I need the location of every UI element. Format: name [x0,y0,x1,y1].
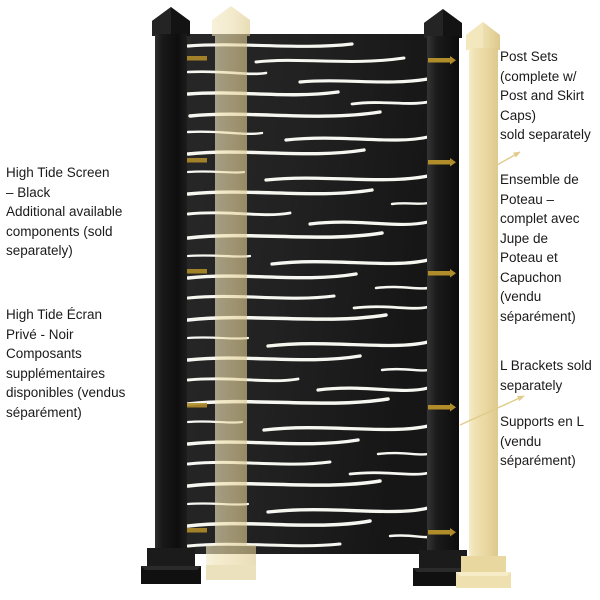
l-brackets [428,56,456,537]
callout-screen-english: High Tide Screen – Black Additional avai… [6,165,123,258]
post-left-black [141,7,201,584]
l-bracket [428,403,456,412]
l-brackets-left [187,56,207,533]
callout-post-set-french: Ensemble de Poteau – complet avec Jupe d… [500,172,580,324]
callout-post-set-english: Post Sets (complete w/ Post and Skirt Ca… [500,49,591,142]
callout-screen-french: High Tide Écran Privé - Noir Composants … [6,307,126,420]
post-right-black [413,9,473,586]
post-overlay-tan [206,6,256,580]
l-bracket [428,158,456,167]
l-bracket [428,528,456,537]
callout-l-bracket-english: L Brackets sold separately [500,358,592,393]
l-bracket [428,269,456,278]
callout-l-bracket-french: Supports en L (vendu séparément) [500,414,585,468]
l-bracket [428,56,456,65]
post-standalone-tan [456,22,511,588]
